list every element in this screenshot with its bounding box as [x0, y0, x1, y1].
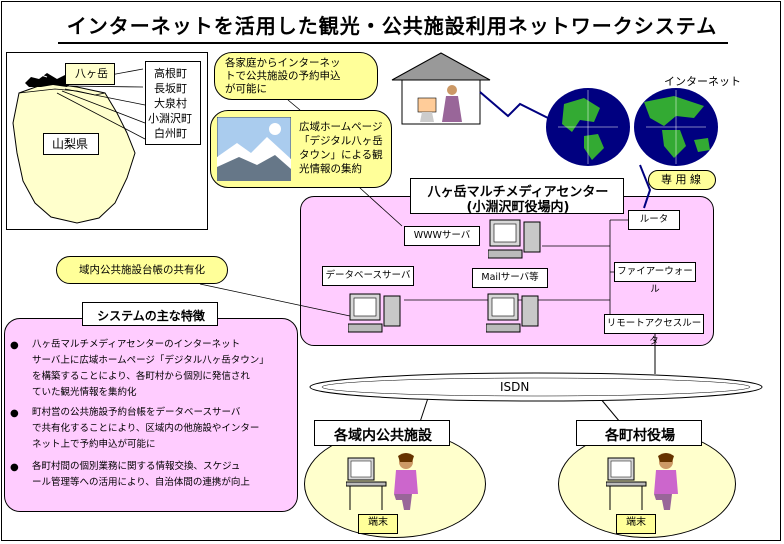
callout-pointer	[359, 187, 403, 227]
feature-line: ール管理等への活用により、自治体間の連携が向上	[32, 477, 250, 488]
town-name: 小淵沢町	[148, 112, 192, 125]
dedicated-link	[639, 164, 652, 209]
house-illustration	[391, 52, 491, 125]
feature-line: サーバ上に広域ホームページ「デジタル八ヶ岳タウン」	[32, 355, 269, 366]
features-panel	[4, 318, 298, 512]
yatsugatake-label-box: 八ヶ岳	[65, 63, 115, 85]
mail-server-label: Mailサーバ等	[472, 268, 548, 288]
public-facility-label: 各域内公共施設	[334, 428, 432, 444]
callout-line: 「デジタル八ヶ岳	[299, 135, 383, 147]
mail-server-icon	[486, 293, 539, 333]
prefecture-label-box: 山梨県	[43, 133, 99, 155]
world-globe-icon	[546, 88, 718, 166]
callout-pointer	[287, 99, 301, 111]
town-office-label: 各町村役場	[605, 428, 675, 444]
internet-link	[479, 91, 549, 119]
feature-line: 町村営の公共施設予約台帳をデータベースサーバ	[32, 407, 241, 418]
feature-line: 各町村間の個別業務に関する情報交換、スケジュ	[32, 461, 241, 472]
callout-pointer	[199, 283, 351, 317]
town-name: 高根町	[154, 67, 187, 80]
callout-line: トで公共施設の予約申込	[225, 70, 341, 82]
prefecture-label: 山梨県	[52, 137, 89, 151]
terminal-label: 端末	[616, 514, 656, 534]
bullet-icon: ●	[10, 462, 19, 473]
features-heading-box: システムの主な特徴	[82, 302, 218, 326]
database-server-icon	[348, 293, 401, 333]
feature-line: を構築することにより、各町村から個別に発信され	[32, 371, 250, 382]
remote-access-router-label: リモートアクセスルータ	[604, 314, 704, 347]
bullet-icon: ●	[10, 408, 19, 419]
database-server-label: データベースサーバ	[322, 266, 414, 286]
yatsugatake-label: 八ヶ岳	[75, 67, 108, 80]
feature-line: 八ヶ岳マルチメディアセンターのインターネット	[32, 339, 241, 350]
feature-line: ていた観光情報を集約化	[32, 387, 137, 398]
dedicated-line-label: 専 用 線	[661, 173, 701, 186]
feature-line: ネット上で予約申込が可能に	[32, 439, 156, 450]
callout-line: 広域ホームページ	[299, 121, 383, 133]
callout-home-reservation: 各家庭からインターネッ トで公共施設の予約申込 が可能に	[214, 52, 378, 100]
title-underline	[58, 42, 728, 44]
www-server-label: WWWサーバ	[404, 226, 480, 246]
towns-list-box: 高根町 長坂町 大泉村 小淵沢町 白州町	[145, 61, 201, 145]
center-title-box: 八ヶ岳マルチメディアセンター (小淵沢町役場内)	[410, 178, 624, 215]
terminal-operator-icon	[346, 453, 418, 510]
callout-line: 光情報の集約	[299, 163, 362, 175]
mountain-photo	[217, 117, 291, 181]
town-office-label-box: 各町村役場	[576, 420, 702, 446]
town-name: 大泉村	[154, 97, 187, 110]
callout-line: が可能に	[225, 83, 267, 95]
feature-line: で共有化することにより、区域内の他施設やインター	[32, 423, 260, 434]
internet-label: インターネット	[664, 75, 741, 88]
town-name: 長坂町	[154, 82, 187, 95]
features-heading: システムの主な特徴	[97, 309, 205, 323]
isdn-link	[419, 397, 429, 423]
router-label: ルータ	[628, 210, 680, 230]
page-title: インターネットを活用した観光・公共施設利用ネットワークシステム	[66, 14, 718, 38]
center-title: 八ヶ岳マルチメディアセンター	[427, 185, 609, 200]
public-facility-label-box: 各域内公共施設	[314, 420, 450, 446]
callout-line: 域内公共施設台帳の共有化	[79, 264, 205, 276]
www-server-icon	[488, 219, 541, 259]
person-icon	[447, 85, 457, 95]
callout-line: タウン」による観	[299, 149, 383, 161]
town-name: 白州町	[154, 127, 187, 140]
callout-line: 各家庭からインターネッ	[225, 57, 341, 69]
isdn-label: ISDN	[496, 381, 534, 393]
callout-portal: 広域ホームページ 「デジタル八ヶ岳 タウン」による観 光情報の集約	[210, 110, 392, 188]
callout-ledger: 域内公共施設台帳の共有化	[56, 256, 228, 284]
firewall-label: ファイアーウォール	[614, 262, 696, 295]
center-subtitle: (小淵沢町役場内)	[466, 200, 570, 215]
map-panel: 八ヶ岳 山梨県 高根町 長坂町 大泉村 小淵沢町 白州町	[6, 52, 208, 230]
bullet-icon: ●	[10, 340, 19, 351]
dedicated-line-label-box: 専 用 線	[648, 170, 716, 190]
isdn-link	[599, 397, 621, 423]
terminal-operator-icon	[606, 453, 678, 510]
isdn-cloud	[309, 372, 763, 402]
terminal-label: 端末	[358, 514, 398, 534]
